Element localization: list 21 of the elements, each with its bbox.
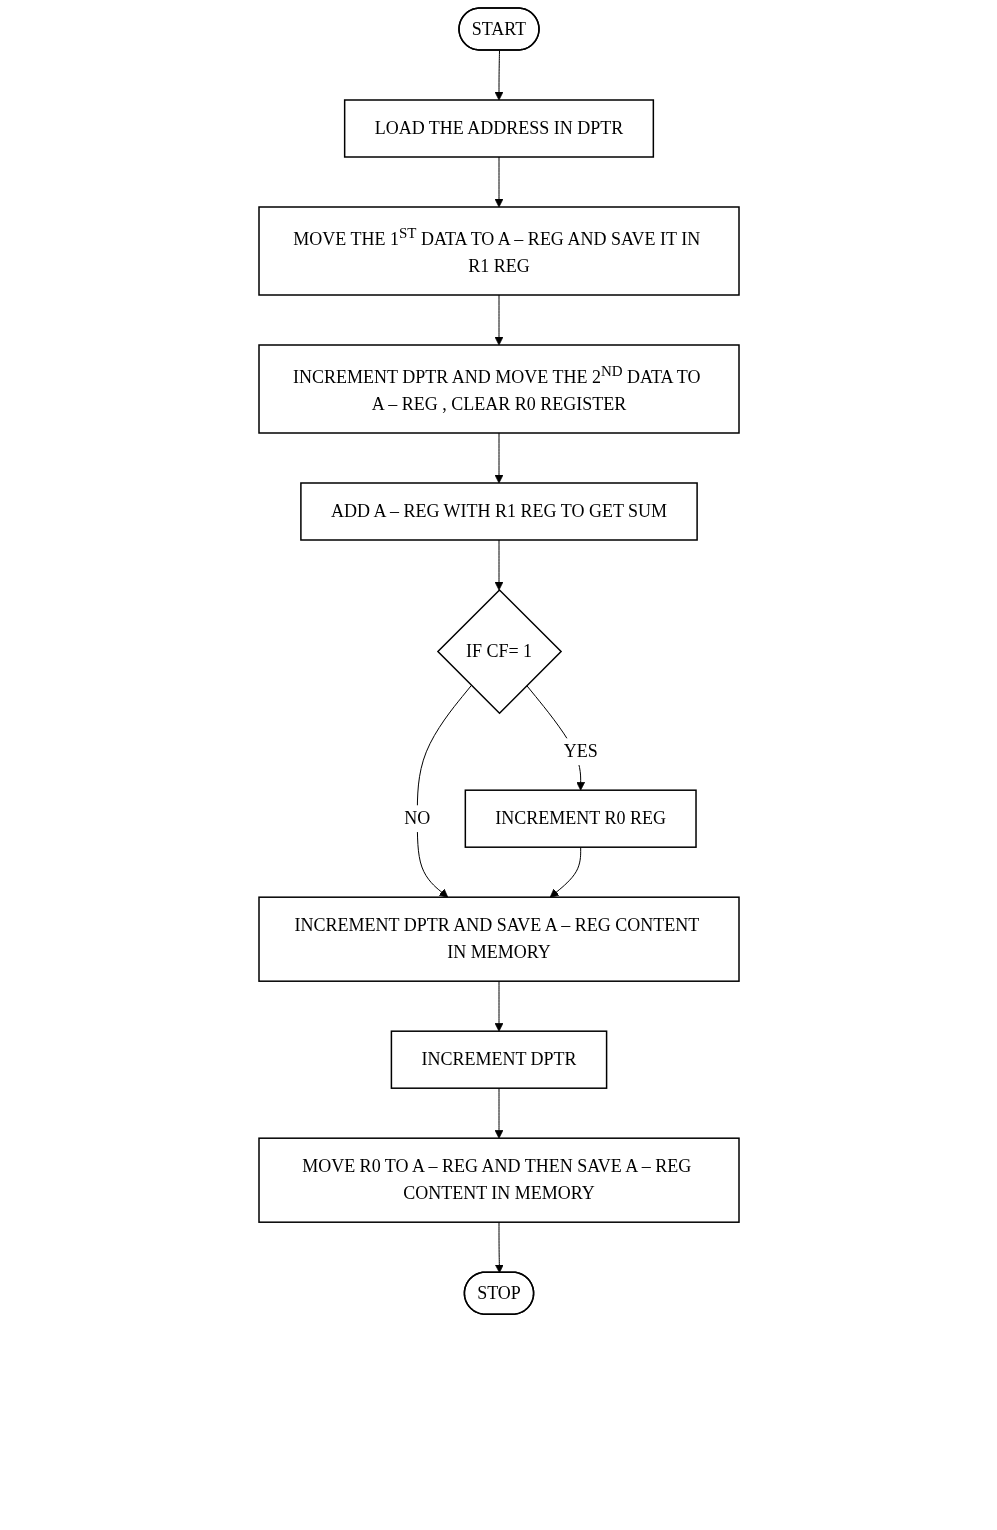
arrow bbox=[494, 156, 503, 208]
node-box: LOAD THE ADDRESS IN DPTR bbox=[343, 99, 654, 158]
arrow bbox=[494, 539, 503, 591]
node-box: MOVE R0 TO A – REG AND THEN SAVE A – REG CONTENT IN MEMORY bbox=[257, 1137, 740, 1223]
node-box: MOVE THE 1$^{ST}$ DATA TO A – REG AND SAVE IT IN R1 REG bbox=[257, 206, 740, 296]
arrow bbox=[494, 980, 503, 1032]
arrow bbox=[494, 1221, 504, 1274]
edge-label: YES bbox=[563, 741, 598, 762]
node-box: INCREMENT DPTR AND MOVE THE 2$^{ND}$ DATA TO A – REG , CLEAR R0 REGISTER bbox=[257, 344, 740, 434]
node-box: INCREMENT R0 REG bbox=[464, 789, 697, 848]
arrow bbox=[494, 294, 503, 346]
arrow bbox=[416, 685, 472, 898]
node-box: ADD A – REG WITH R1 REG TO GET SUM bbox=[299, 482, 698, 541]
edge-label: NO bbox=[403, 808, 430, 829]
arrow bbox=[549, 846, 581, 898]
arrow bbox=[494, 50, 503, 101]
arrow bbox=[494, 432, 503, 484]
node-box: INCREMENT DPTR bbox=[390, 1030, 607, 1089]
arrow bbox=[494, 1087, 503, 1139]
node-diamond: IF CF= 1 bbox=[436, 588, 562, 715]
node-box: INCREMENT DPTR AND SAVE A – REG CONTENT IN MEMORY bbox=[257, 896, 740, 982]
